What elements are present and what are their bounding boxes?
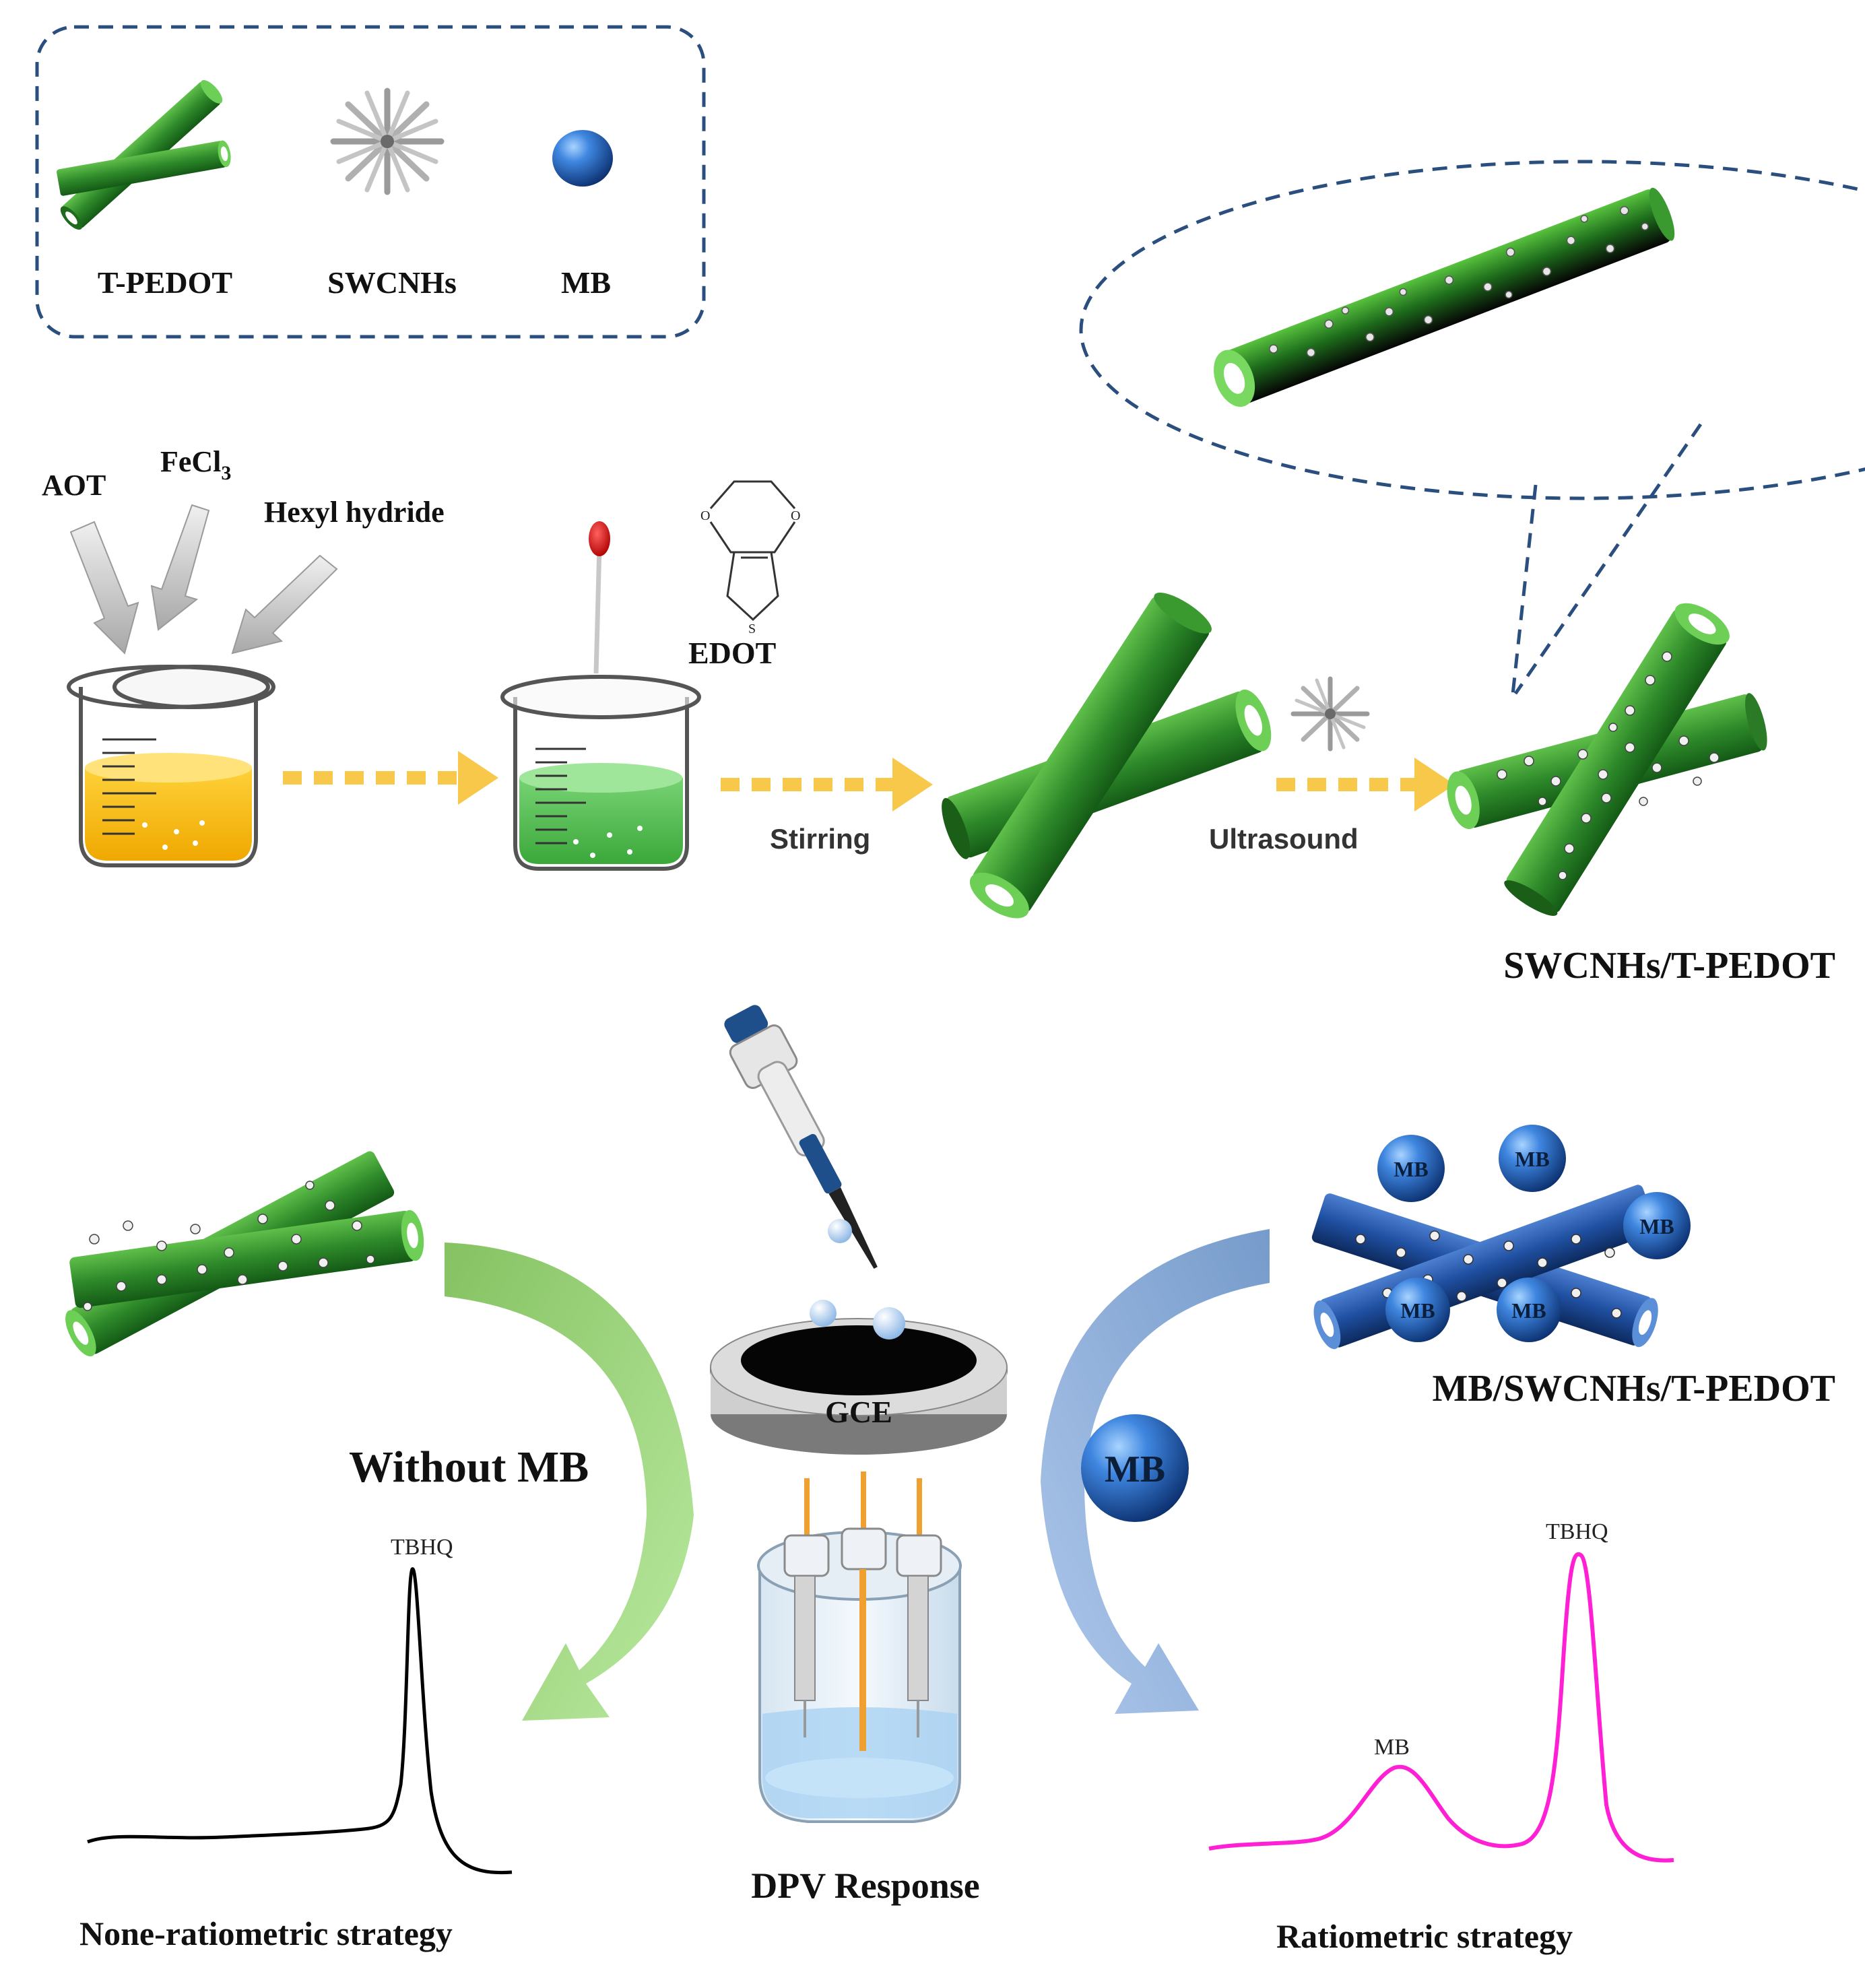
mb-ball-center <box>1081 1414 1189 1522</box>
zoom-bubble-dashed <box>1079 160 1865 500</box>
process-arrow-1 <box>283 751 498 805</box>
reagent-fecl3-label: FeCl3 <box>160 445 231 484</box>
pipette-icon <box>724 1005 878 1269</box>
mb-ball-label-5: MB <box>1511 1298 1546 1323</box>
process-arrow-stirring <box>721 758 933 811</box>
reagent-hexyl-hydride-label: Hexyl hydride <box>264 496 445 529</box>
mb-ball-4 <box>1385 1278 1450 1342</box>
mb-ball-2 <box>1499 1125 1566 1192</box>
mb-ball-label-2: MB <box>1515 1147 1550 1171</box>
left-peak-label-tbhq: TBHQ <box>391 1535 453 1560</box>
step-stirring-label: Stirring <box>770 823 870 855</box>
step-ultrasound-label: Ultrasound <box>1209 823 1359 855</box>
swcnh-star-small-icon <box>1290 676 1370 752</box>
right-composite-label: MB/SWCNHs/T-PEDOT <box>1433 1368 1835 1410</box>
process-arrow-ultrasound <box>1276 758 1455 811</box>
t-pedot-tube-icon <box>57 79 231 230</box>
t-pedot-tubes-large <box>942 592 1272 919</box>
dropper-icon <box>589 521 610 674</box>
pipette-droplet <box>828 1219 852 1243</box>
mb-sphere-icon <box>552 130 613 187</box>
dpv-response-caption: DPV Response <box>751 1865 980 1906</box>
beaker-yellow <box>67 665 275 867</box>
swcnh-star-icon <box>330 88 445 195</box>
legend-label-swcnhs: SWCNHs <box>327 265 457 300</box>
legend-panel: T-PEDOT SWCNHs MB <box>35 25 706 339</box>
electrochemical-cell <box>757 1471 962 1823</box>
right-composite-tubes: MB MB MB MB MB <box>1311 1125 1691 1350</box>
zoom-pointer-line-left <box>1510 484 1538 701</box>
product-label: SWCNHs/T-PEDOT <box>1503 945 1835 987</box>
zoom-callout <box>1079 160 1865 701</box>
legend-dashed-border <box>35 25 706 339</box>
edot-atom-s: S <box>748 622 756 636</box>
edot-atom-o-left: O <box>700 508 710 523</box>
right-dpv-curve <box>1208 1552 1674 1863</box>
mb-ball-5 <box>1497 1278 1561 1342</box>
beaker-green <box>500 675 701 871</box>
mb-ball-1 <box>1377 1135 1445 1202</box>
reagent-aot-label: AOT <box>42 469 106 502</box>
swcnhs-t-pedot-tubes <box>1447 603 1767 916</box>
reagent-arrows <box>69 504 338 655</box>
right-curved-arrow <box>1041 1229 1270 1714</box>
right-peak-label-tbhq: TBHQ <box>1546 1519 1608 1544</box>
gce-label: GCE <box>825 1395 892 1429</box>
without-mb-label: Without MB <box>349 1443 589 1492</box>
mb-ball-label-1: MB <box>1394 1157 1429 1181</box>
legend-label-mb: MB <box>561 265 611 300</box>
reagent-arrow-fecl3 <box>150 504 210 631</box>
zoom-pointer-line-right <box>1513 423 1703 695</box>
left-strategy-caption: None-ratiometric strategy <box>79 1915 453 1952</box>
legend-label-t-pedot: T-PEDOT <box>98 265 232 300</box>
synthesis-section: AOT FeCl3 Hexyl hydride <box>42 445 1835 987</box>
edot-atom-o-right: O <box>791 508 800 523</box>
mb-ball-label-4: MB <box>1400 1298 1435 1323</box>
left-dpv-curve <box>87 1567 513 1875</box>
zoom-tube-image <box>1214 187 1675 407</box>
reagent-arrow-aot <box>69 521 139 655</box>
edot-label: EDOT <box>688 636 776 670</box>
reagent-arrow-hexyl <box>231 554 338 655</box>
mb-ball-center-label: MB <box>1105 1449 1165 1490</box>
edot-structure: O O S <box>700 480 800 636</box>
right-peak-label-mb: MB <box>1374 1735 1410 1760</box>
left-curved-arrow <box>445 1242 694 1721</box>
mb-ball-label-3: MB <box>1639 1214 1674 1238</box>
right-strategy-caption: Ratiometric strategy <box>1276 1917 1573 1955</box>
sensing-section: GCE DPV Response <box>65 1005 1835 1955</box>
left-composite-tubes <box>65 1151 424 1357</box>
mb-ball-3 <box>1623 1192 1691 1259</box>
gce-electrode <box>710 1300 1008 1455</box>
